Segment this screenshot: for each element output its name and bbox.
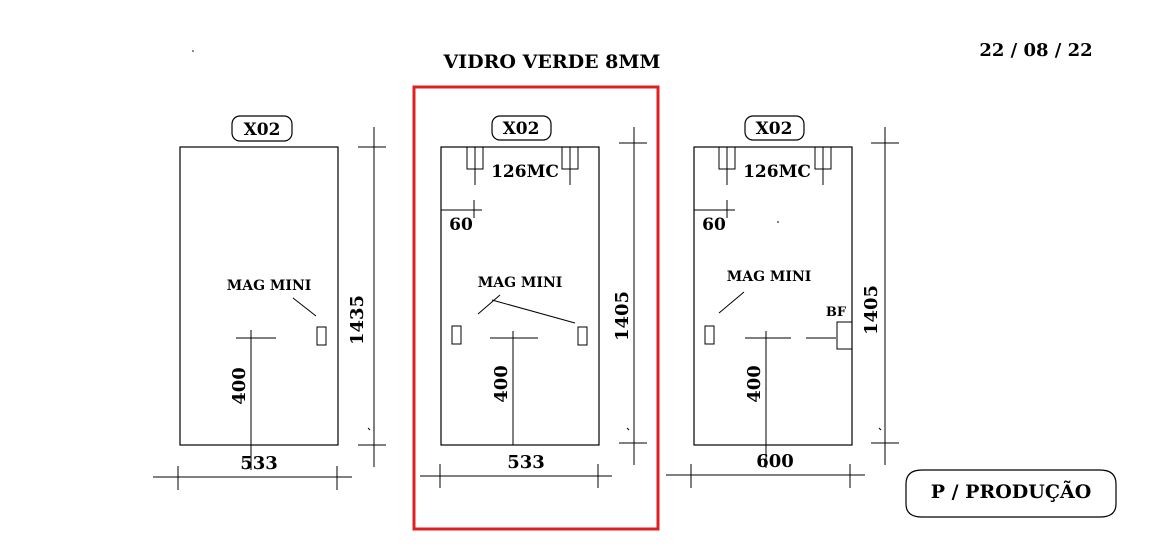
production-stamp-label: P / PRODUÇÃO: [931, 480, 1092, 503]
drawing-title: VIDRO VERDE 8MM: [443, 51, 661, 73]
panel-1-lock-label: MAG MINI: [227, 278, 312, 294]
panel-3-hinge-right: [814, 146, 832, 185]
panel-3-glass: [693, 146, 853, 446]
panel-3-lock-slot: [704, 325, 715, 345]
panel-3-tag: X02: [756, 119, 793, 139]
panel-2-width-label: 533: [507, 452, 545, 473]
drawing-date: 22 / 08 / 22: [979, 40, 1092, 61]
panel-2-tag: X02: [503, 119, 540, 139]
panel-3-lock-leader: [718, 291, 745, 314]
panel-3: X02 126MC 60 MAG MINI BF 400: [666, 115, 899, 488]
panel-2-lock-leader-left: [477, 294, 501, 315]
panel-3-offset-label: 60: [702, 215, 726, 235]
panel-1: X02 MAG MINI 400 533 1435: [153, 115, 386, 490]
panel-3-height-label: 1405: [861, 285, 882, 335]
panel-3-tag-box: [744, 115, 805, 141]
panel-2-lock-slot-right: [577, 326, 588, 346]
panel-3-lock-label: MAG MINI: [727, 269, 812, 285]
production-stamp: P / PRODUÇÃO: [905, 469, 1117, 518]
panel-1-lock-leader: [292, 297, 317, 317]
panel-1-width-label: 533: [240, 453, 278, 474]
panel-2-hinge-left: [466, 146, 484, 185]
panel-2-height-label: 1405: [612, 291, 633, 341]
panel-1-tag: X02: [244, 120, 281, 140]
panel-2-lock-slot-left: [451, 325, 462, 345]
panel-2-highlight-frame: [412, 85, 660, 531]
panel-2-tag-box: [491, 115, 552, 141]
panel-2-offset-label: 60: [449, 215, 473, 235]
panel-3-handle-label: 400: [744, 365, 765, 403]
panel-2-hinge-label: 126MC: [491, 162, 559, 182]
panel-1-handle-label: 400: [229, 367, 250, 405]
panel-3-extra-box: [836, 321, 853, 350]
panel-1-height-label: 1435: [347, 295, 368, 345]
panel-2-lock-leader-right: [491, 299, 576, 324]
panel-1-glass: [179, 146, 339, 446]
panel-2-hinge-right: [561, 146, 579, 185]
panel-3-width-label: 600: [756, 451, 794, 472]
panel-2: X02 126MC 60 MAG MINI 400 533: [412, 85, 660, 531]
panel-3-hinge-label: 126MC: [743, 162, 811, 182]
panel-2-handle-label: 400: [491, 365, 512, 403]
panel-1-tag-box: [231, 115, 293, 142]
stray-dot: [192, 50, 194, 52]
panel-3-hinge-left: [718, 146, 736, 185]
panel-3-extra-label: BF: [826, 305, 847, 320]
panel-2-lock-label: MAG MINI: [478, 275, 563, 291]
panel-2-glass: [440, 146, 600, 446]
panel-1-lock-slot: [316, 326, 327, 346]
production-stamp-frame: [905, 469, 1117, 518]
